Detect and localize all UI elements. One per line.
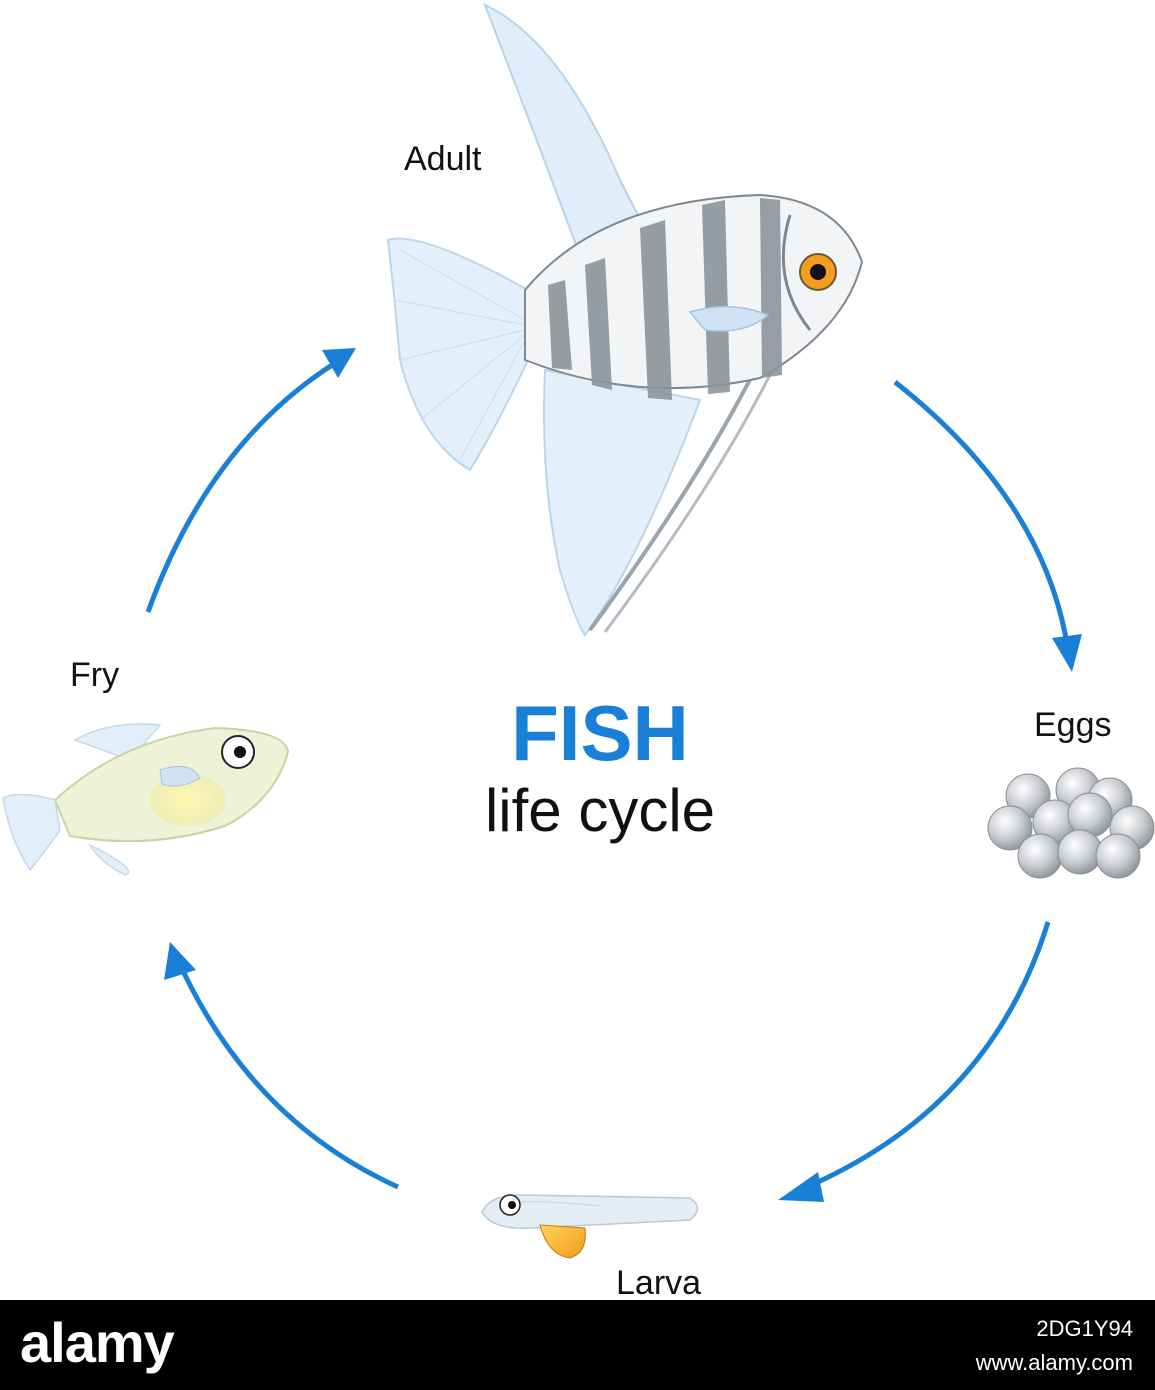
fry-illustration bbox=[2, 723, 290, 876]
life-cycle-art bbox=[2, 3, 1155, 1259]
site-url: www.alamy.com bbox=[975, 1350, 1133, 1375]
diagram-subtitle: life cycle bbox=[484, 777, 716, 844]
eggs-illustration bbox=[987, 767, 1155, 879]
stage-label-eggs: Eggs bbox=[1034, 706, 1112, 744]
image-id: 2DG1Y94 bbox=[1036, 1316, 1133, 1341]
arrow-fry-to-adult bbox=[145, 348, 356, 613]
stage-label-fry: Fry bbox=[70, 656, 120, 694]
diagram-title: FISH bbox=[511, 689, 689, 777]
arrow-larva-to-fry bbox=[164, 942, 400, 1190]
larva-illustration bbox=[481, 1194, 699, 1259]
arrow-adult-to-eggs bbox=[893, 380, 1082, 672]
stock-footer-bar: alamy 2DG1Y94 www.alamy.com bbox=[0, 1300, 1155, 1390]
arrow-eggs-to-larva bbox=[778, 921, 1051, 1202]
adult-angelfish-illustration bbox=[386, 3, 864, 637]
brand-logo: alamy bbox=[20, 1311, 175, 1374]
stage-label-adult: Adult bbox=[404, 140, 482, 178]
stage-label-larva: Larva bbox=[616, 1264, 702, 1302]
diagram-canvas: Adult Fry Eggs Larva FISH life cycle bbox=[2, 3, 1155, 1302]
